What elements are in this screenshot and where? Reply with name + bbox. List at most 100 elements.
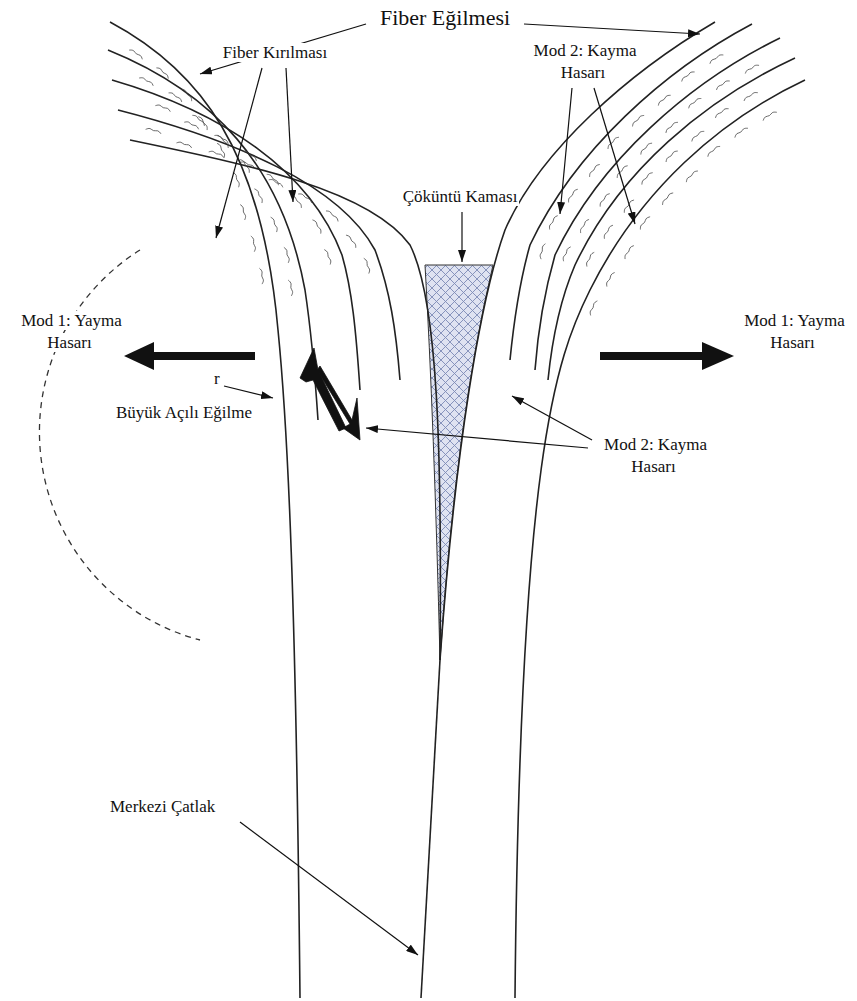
fiber-damage-texture [326,211,338,221]
part-label-text: Mod 2: Kayma Hasarı [532,41,637,82]
part-label: Merkezi Çatlak [108,796,243,818]
part-label-text: r [212,369,222,388]
fiber-damage-texture [658,95,670,105]
fiber-damage-texture [184,122,198,129]
fiber-damage-texture [364,258,370,273]
part-label-text: Merkezi Çatlak [108,797,217,816]
fiber-damage-texture [313,220,321,234]
fiber-damage-texture [243,151,256,160]
fiber-damage-texture [146,128,161,133]
fiber-damage-texture [240,160,249,173]
leader-line [216,68,262,238]
fiber-damage-texture [633,115,645,126]
fiber-damage-texture [549,216,557,230]
fiber-damage-texture [254,189,262,203]
fiber-damage-texture [240,162,255,169]
fiber-damage-texture [744,93,758,101]
bend-radius-arc [39,250,200,640]
right-fiber-arm [510,24,752,360]
fiber-damage-texture [260,268,264,284]
fiber-damage-texture [682,72,695,82]
spreading-arrow [702,342,734,370]
right-fiber-arm [548,58,795,380]
spreading-arrow [600,352,705,360]
right-fiber-arm [515,80,805,998]
part-label-text: Fiber Eğilmesi [378,5,512,30]
leader-line [461,212,462,262]
fiber-damage-texture [686,171,697,182]
fiber-damage-texture [666,151,678,162]
fiber-damage-texture [240,205,245,220]
central-crack [421,660,440,998]
part-label-text: Mod 2: Kayma Hasarı [602,435,707,476]
leader-line [240,822,418,955]
leader-line [524,24,700,34]
fiber-damage-texture [192,115,204,126]
fiber-damage-texture [218,136,229,148]
part-label: Fiber Eğilmesi [365,4,525,33]
fiber-damage-texture [666,122,678,133]
fiber-damage-texture [641,143,652,154]
part-label: Mod 2: Kayma Hasarı [524,40,644,84]
fiber-damage-texture [604,225,613,238]
leader-line [560,88,572,214]
fiber-damage-texture [640,217,650,230]
left-fiber-arm [108,22,440,998]
part-label: r [212,368,226,390]
part-label-text: Mod 1: Yayma Hasarı [19,311,122,352]
fiber-damage-texture [139,78,153,86]
fiber-damage-texture [346,235,356,248]
part-label-text: Büyük Açılı Eğilme [114,403,254,422]
fiber-damage-texture [708,146,720,156]
fiber-damage-texture [625,246,634,259]
spreading-arrow [150,352,255,360]
left-fiber-arm [112,80,360,390]
fiber-damage-texture [663,193,674,205]
central-crack [421,660,440,998]
fiber-damage-texture [129,50,142,59]
fiber-damage-texture [215,135,229,143]
leader-line [224,386,273,398]
part-label: Büyük Açılı Eğilme [114,402,274,424]
spreading-arrow [124,342,734,370]
fiber-damage-texture [607,273,615,287]
left-fiber-arm [110,22,300,998]
part-label: Fiber Kırılması [205,42,345,64]
fiber-damage-texture [710,55,723,64]
fiber-damage-texture [181,89,191,101]
fiber-damage-texture [324,250,330,265]
leader-line [286,68,293,202]
shear-slip-arrows [300,348,360,440]
part-label-text: Mod 1: Yayma Hasarı [742,311,845,352]
fiber-damage-texture [600,194,609,207]
fiber-damage-texture [155,105,170,112]
fiber-damage-texture [284,247,289,262]
fiber-damage-texture [716,81,729,90]
right-fiber-arm [440,22,715,660]
fiber-damage-texture [587,252,595,266]
fiber-damage-texture [569,189,578,202]
fiber-damage-texture [288,280,292,296]
left-fiber-arm [108,50,318,420]
part-label: Mod 2: Kayma Hasarı [592,434,717,478]
fiber-damage-texture [763,112,777,120]
fiber-damage-texture [540,244,545,259]
fiber-damage-texture [209,151,224,157]
part-label: Mod 1: Yayma Hasarı [736,310,851,354]
fiber-damage-texture [169,93,182,102]
fiber-damage-texture [563,247,570,261]
fiber-damage-texture [233,172,239,187]
shear-slip-arrows [300,348,346,431]
leader-line [200,24,366,74]
fiber-damage-texture [198,117,207,130]
left-fiber-arm [118,110,400,380]
fiber-damage-texture [581,219,590,233]
right-fiber-arm [440,22,805,998]
leader-line [366,428,588,448]
fiber-damage-texture [715,109,728,118]
leader-line [594,88,635,224]
leader-line [200,24,700,955]
fiber-damage-texture [269,180,283,188]
